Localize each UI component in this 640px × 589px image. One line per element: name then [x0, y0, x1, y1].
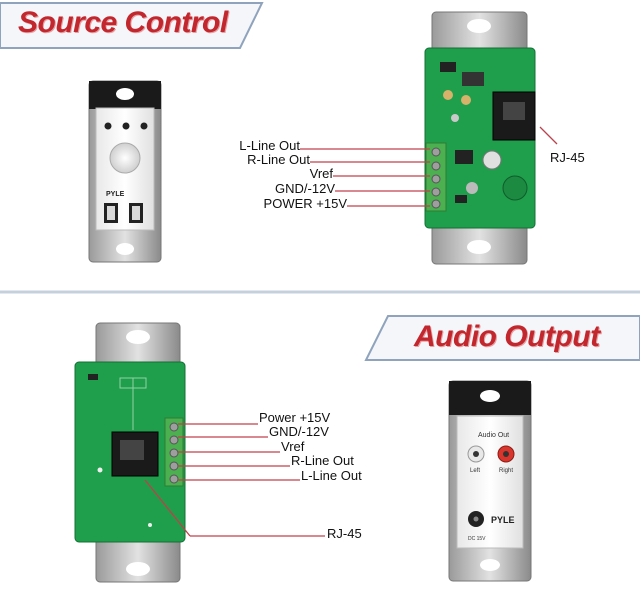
- callout-power-top: POWER +15V: [263, 196, 347, 211]
- faceplate-brand: PYLE: [106, 191, 125, 198]
- audio-out-heading: Audio Out: [478, 432, 509, 439]
- source-control-title: Source Control: [18, 6, 228, 39]
- callout-rj45-top: RJ-45: [550, 150, 585, 165]
- callout-r-line-out-bottom: R-Line Out: [291, 453, 354, 468]
- audio-output-title: Audio Output: [414, 320, 600, 353]
- audio-output-pcb: [74, 322, 186, 583]
- callout-power-bottom: Power +15V: [259, 410, 331, 425]
- source-control-banner: [0, 2, 264, 49]
- callout-vref-top: Vref: [309, 166, 333, 181]
- top-callout-lines: [300, 126, 558, 207]
- bottom-callout-lines: [144, 423, 325, 537]
- source-control-pcb: [424, 11, 536, 265]
- audio-faceplate-brand: PYLE: [491, 515, 515, 525]
- rca-right-label: Right: [499, 468, 513, 474]
- callout-l-line-out-top: L-Line Out: [239, 138, 300, 153]
- dc-power-label: DC 15V: [468, 536, 486, 542]
- source-control-faceplate: PYLE: [88, 80, 162, 263]
- callout-l-line-out-bottom: L-Line Out: [301, 468, 362, 483]
- volume-knob: [109, 142, 141, 174]
- audio-output-faceplate: Audio Out Left Right PYLE DC 15V: [448, 380, 532, 582]
- callout-gnd-top: GND/-12V: [275, 181, 335, 196]
- callout-gnd-bottom: GND/-12V: [269, 424, 329, 439]
- callout-r-line-out-top: R-Line Out: [247, 152, 310, 167]
- callout-rj45-bottom: RJ-45: [327, 526, 362, 541]
- audio-output-banner: [364, 315, 640, 361]
- rca-left-label: Left: [470, 468, 480, 474]
- input-button: [122, 122, 130, 130]
- callout-vref-bottom: Vref: [281, 439, 305, 454]
- power-button: [140, 122, 148, 130]
- pairing-button: [104, 122, 112, 130]
